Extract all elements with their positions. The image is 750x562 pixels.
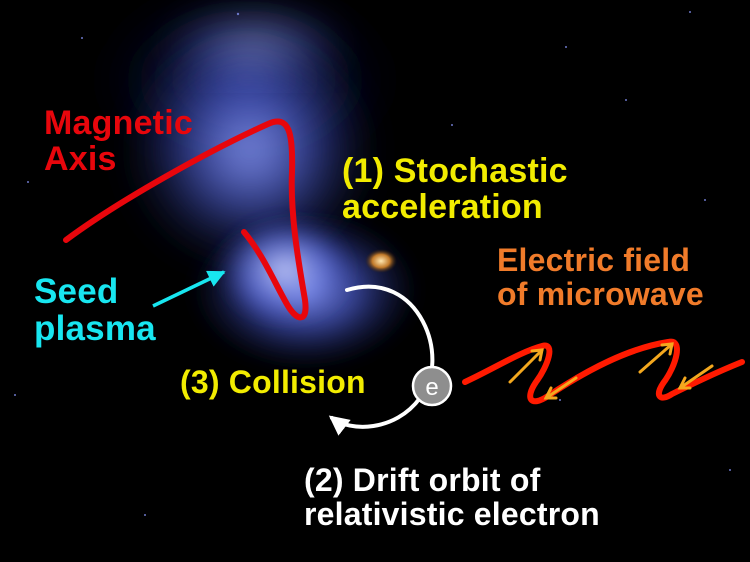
drift-orbit-label: (2) Drift orbit of relativistic electron [304,462,600,532]
stochastic-acceleration-label: (1) Stochastic acceleration [342,152,568,226]
stochastic-line1: (1) Stochastic [342,152,568,190]
seed-plasma-line1: Seed [34,272,119,311]
magnetic-axis-label: Magnetic Axis [44,104,193,178]
electric-field-line2: of microwave [497,275,704,312]
seed-plasma-label: Seed plasma [34,272,156,348]
electric-field-line1: Electric field [497,242,691,278]
bright-spot [365,249,397,273]
magnetic-axis-line2: Axis [44,139,117,178]
drift-orbit-line1: (2) Drift orbit of [304,462,541,498]
microwave-field-arrows [508,342,714,400]
microwave-wave [462,338,745,405]
drift-orbit-line2: relativistic electron [304,495,600,532]
seed-plasma-arrow [152,270,226,308]
collision-label: (3) Collision [180,364,366,400]
electron-symbol: e [425,374,438,401]
magnetic-axis-curve [63,118,309,321]
background-stars [14,11,731,516]
magnetic-axis-line1: Magnetic [44,104,193,142]
stochastic-line2: acceleration [342,187,543,226]
seed-plasma-line2: plasma [34,308,156,348]
electric-field-label: Electric field of microwave [497,242,704,312]
electron-marker: e [411,365,453,407]
